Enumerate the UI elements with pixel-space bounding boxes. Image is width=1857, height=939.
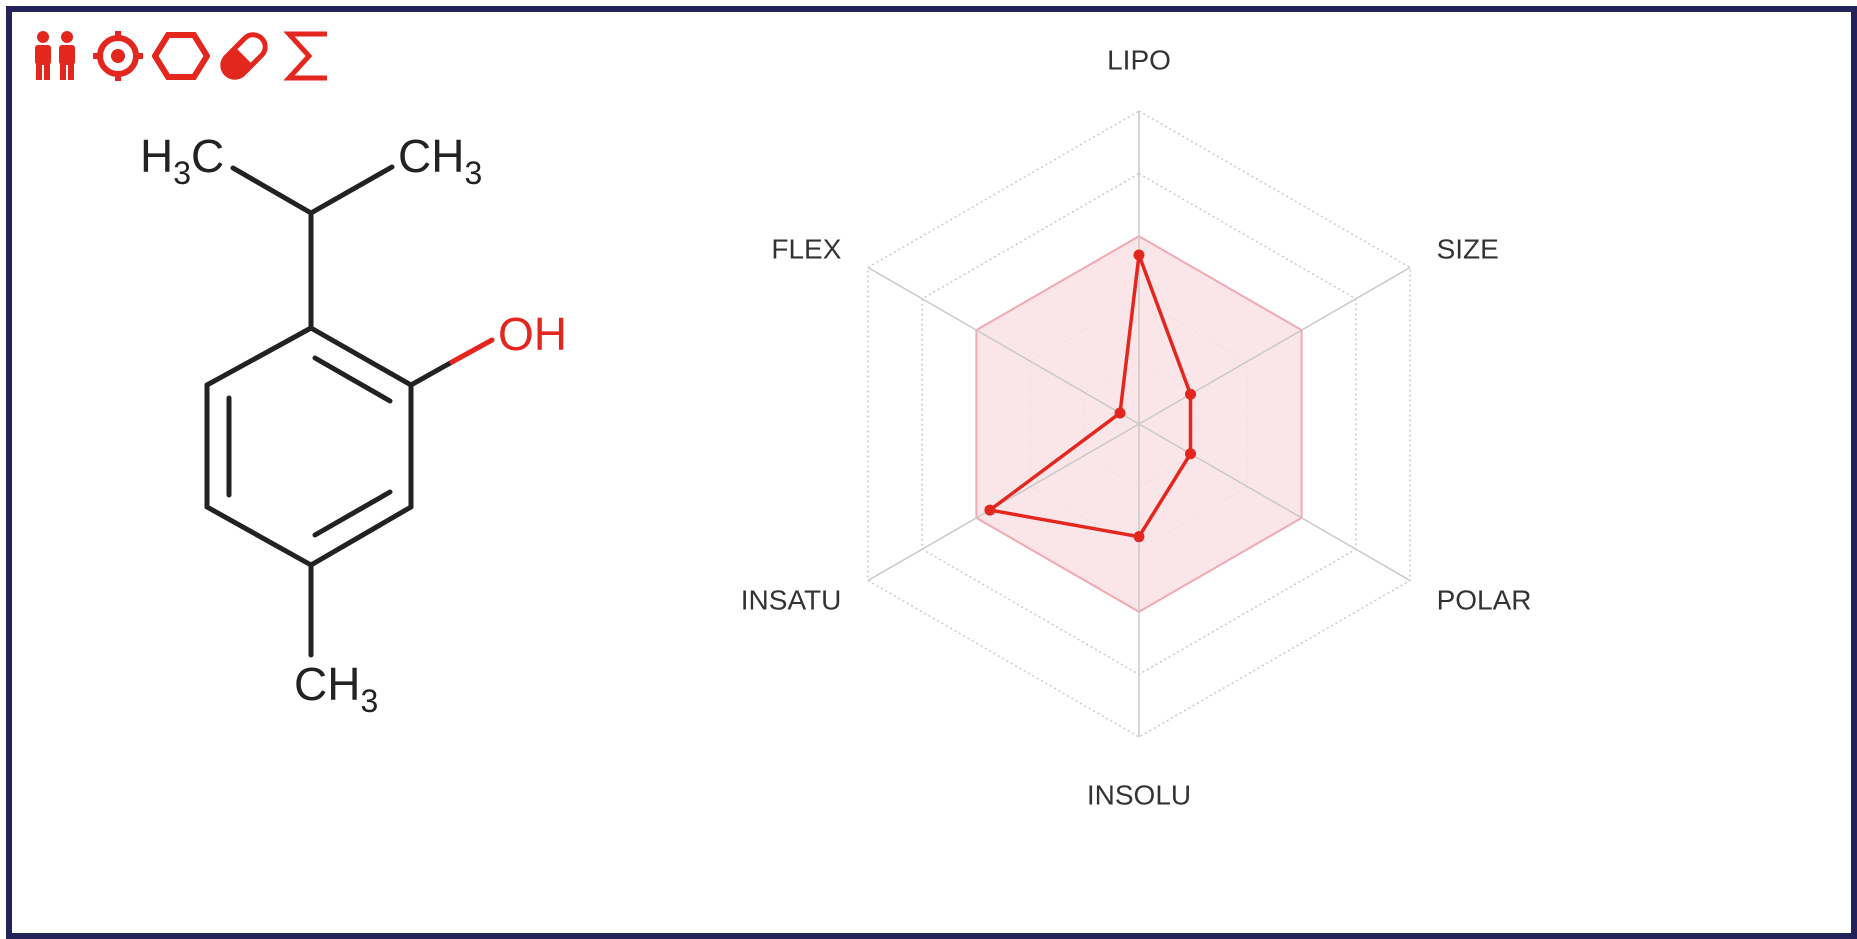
radar-axis-labels: LIPO SIZE POLAR INSOLU INSATU FLEX [741, 44, 1532, 810]
bond-ring-6 [204, 325, 314, 388]
radar-spoke-insatu [867, 423, 1140, 582]
radar-points [984, 249, 1197, 543]
bond-ring-3 [308, 504, 414, 568]
top-right-methyl-label: CH3 [398, 130, 482, 191]
toolbar [26, 26, 341, 86]
radar-label-size: SIZE [1437, 234, 1499, 265]
target-icon[interactable] [89, 27, 147, 85]
radar-point-insatu [984, 504, 996, 516]
molecule-bonds [204, 164, 455, 658]
radar-point-lipo [1133, 249, 1145, 261]
radar-point-insolu [1133, 531, 1145, 543]
hydroxyl-label: OH [498, 308, 567, 360]
bond-ring-oxygen [408, 359, 455, 388]
radar-label-flex: FLEX [771, 234, 841, 265]
hexagon-icon[interactable] [152, 27, 210, 85]
radar-point-polar [1185, 448, 1197, 460]
radar-label-insolu: INSOLU [1087, 780, 1191, 811]
radar-point-size [1185, 388, 1197, 400]
pill-icon[interactable] [215, 27, 273, 85]
top-left-methyl-label: H3C [140, 130, 224, 191]
radar-label-lipo: LIPO [1107, 44, 1171, 75]
sigma-icon[interactable] [278, 27, 336, 85]
radar-spokes [867, 111, 1411, 737]
bottom-methyl-label: CH3 [294, 658, 378, 719]
result-frame [6, 6, 1857, 939]
bond-ring-3-inner [312, 489, 393, 538]
radar-spoke-flex [867, 266, 1140, 425]
bond-isopropyl-right [308, 164, 395, 216]
bond-isopropyl-left [230, 165, 314, 216]
bond-oxygen-red [449, 337, 495, 365]
radar-spoke-size [1138, 266, 1411, 425]
radar-point-flex [1114, 407, 1126, 419]
radar-spoke-polar [1138, 423, 1411, 582]
bond-ring-1 [308, 325, 414, 388]
bond-ring-4 [204, 504, 314, 568]
bond-ring-1-inner [312, 355, 393, 404]
radar-label-insatu: INSATU [741, 584, 842, 615]
radar-label-polar: POLAR [1437, 584, 1532, 615]
people-icon[interactable] [26, 27, 84, 85]
molecule-structure: H3C CH3 OH CH3 [140, 130, 567, 719]
